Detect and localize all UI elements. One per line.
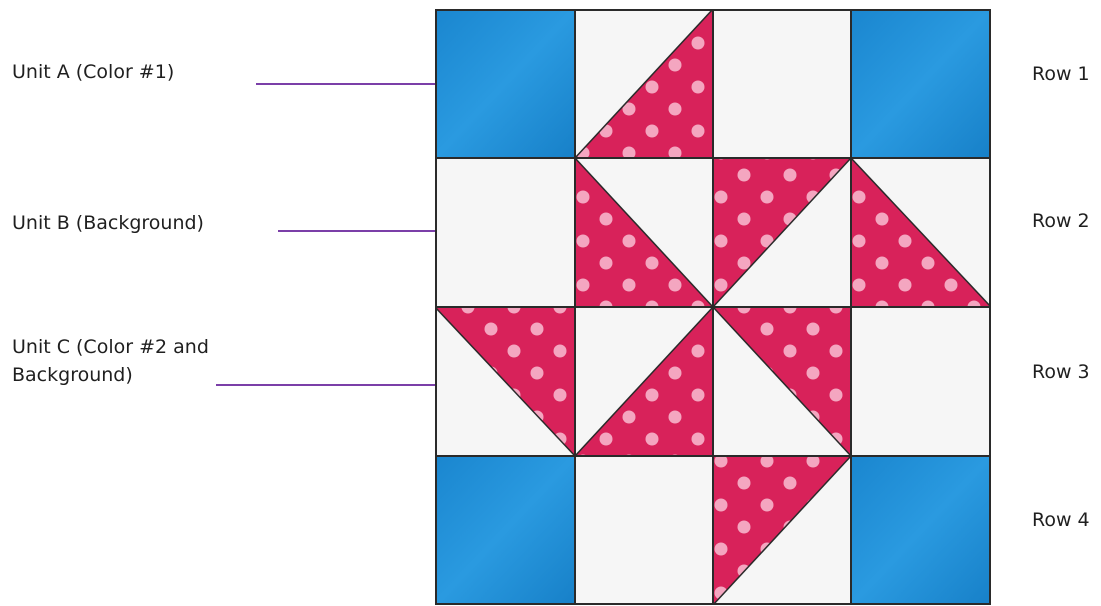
unit-a-square-bottom-right xyxy=(851,456,991,605)
unit-a-square-bottom-left xyxy=(435,456,575,605)
unit-a-square-top-left xyxy=(435,9,575,158)
unit-a-square-top-right xyxy=(851,9,991,158)
quilt-block xyxy=(435,9,991,605)
